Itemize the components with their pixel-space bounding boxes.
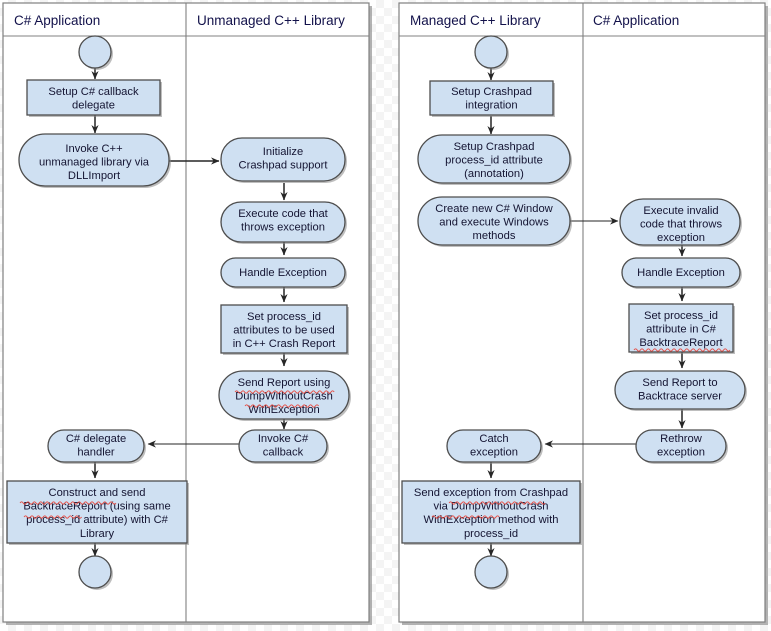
node-handle-exception-right[interactable]: Handle Exception: [621, 257, 742, 289]
node-start-right[interactable]: [474, 35, 509, 70]
start-circle-icon[interactable]: [474, 35, 508, 69]
node-handle-exception-left[interactable]: Handle Exception: [220, 257, 347, 289]
node-end-left[interactable]: [78, 555, 113, 590]
spellcheck-squiggle-icon: [448, 501, 546, 505]
lane-title-unmanaged-cpp-library: Unmanaged C++ Library: [197, 13, 345, 28]
lane-title-managed-cpp-library: Managed C++ Library: [410, 13, 541, 28]
lane-title-csharp-application-right: C# Application: [593, 13, 679, 28]
node-label: Handle Exception: [637, 267, 725, 279]
node-start-left[interactable]: [78, 35, 113, 70]
spellcheck-squiggle-icon: [431, 515, 500, 519]
end-circle-icon[interactable]: [474, 555, 508, 589]
end-circle-icon[interactable]: [78, 555, 112, 589]
node-label: Invoke C#callback: [258, 433, 309, 459]
lane-title-csharp-application: C# Application: [14, 13, 100, 28]
spellcheck-squiggle-icon: [244, 404, 319, 408]
node-end-right[interactable]: [474, 555, 509, 590]
spellcheck-squiggle-icon: [633, 348, 731, 352]
spellcheck-squiggle-icon: [234, 390, 335, 394]
spellcheck-squiggle-icon: [19, 501, 117, 505]
spellcheck-squiggle-icon: [23, 515, 82, 519]
node-label: Handle Exception: [239, 267, 327, 279]
node-invoke-csharp-callback[interactable]: Invoke C#callback: [238, 429, 329, 464]
panel-left-flows: [91, 66, 288, 557]
start-circle-icon[interactable]: [78, 35, 112, 69]
